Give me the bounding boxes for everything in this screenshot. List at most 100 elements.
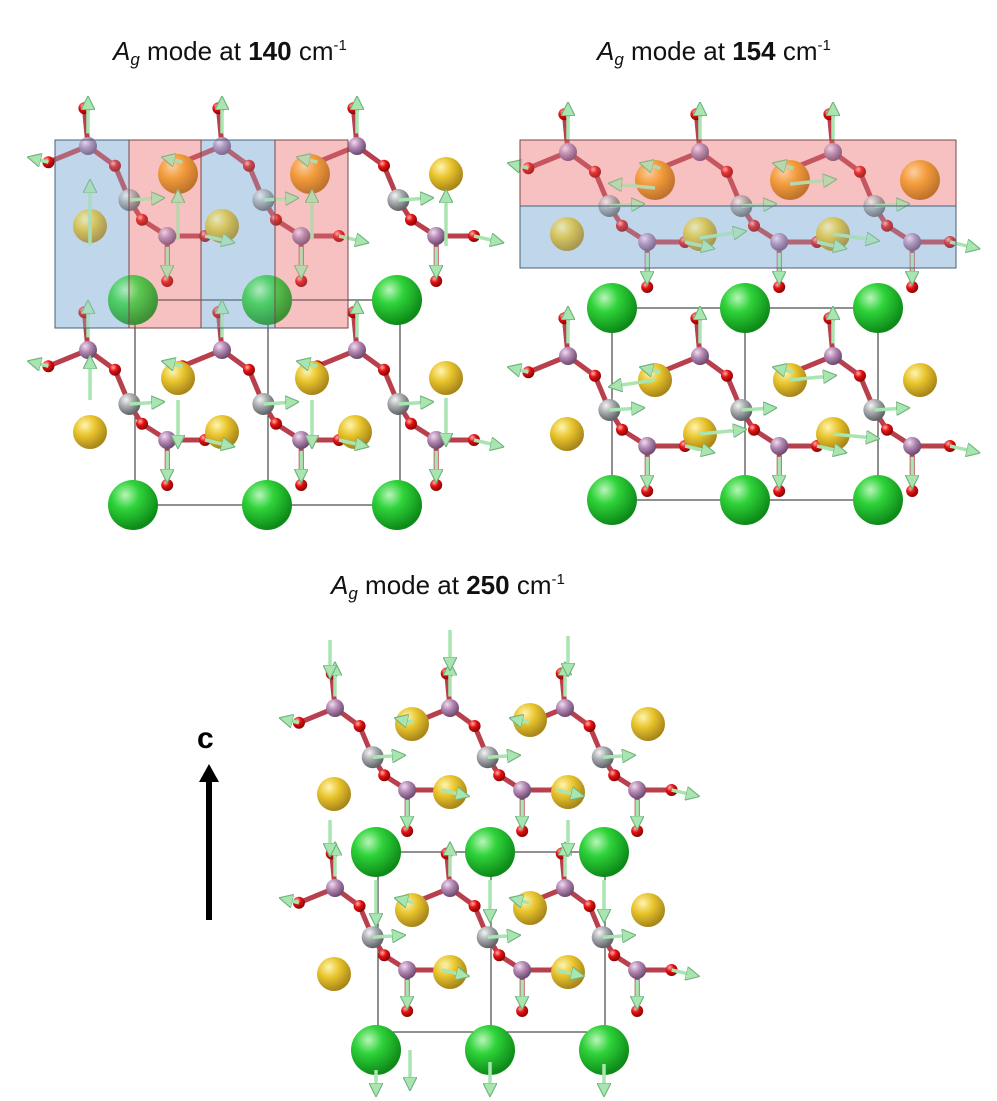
red-atom — [378, 159, 390, 172]
red-atom — [401, 825, 414, 837]
red-atom — [378, 769, 391, 782]
panel-2-title: Ag mode at 154 cm-1 — [597, 36, 831, 70]
green-atom — [579, 1025, 629, 1075]
displacement-arrow — [401, 719, 415, 722]
red-atom — [641, 485, 654, 497]
displacement-arrow — [204, 440, 228, 445]
yellow-atom — [550, 417, 584, 451]
purple-atom — [628, 781, 647, 799]
red-atom — [608, 769, 621, 782]
displacement-arrow — [473, 440, 497, 445]
purple-atom — [79, 137, 97, 155]
mode-text: mode at — [357, 570, 467, 600]
green-atom — [242, 275, 292, 325]
displacement-arrow — [168, 159, 183, 163]
red-atom — [109, 363, 121, 376]
red-atom — [516, 1005, 529, 1017]
red-atom — [589, 165, 601, 178]
purple-atom — [398, 961, 417, 979]
red-atom — [631, 825, 644, 837]
displacement-arrow — [401, 899, 415, 902]
displacement-arrow — [832, 234, 873, 240]
red-atom — [748, 219, 760, 232]
red-atom — [906, 281, 919, 293]
red-atom — [881, 219, 893, 232]
purple-atom — [559, 143, 577, 161]
red-atom — [270, 213, 282, 226]
green-atom — [853, 475, 903, 525]
displacement-arrow — [602, 756, 629, 758]
green-atom — [853, 283, 903, 333]
purple-atom — [348, 341, 366, 359]
mode-text: mode at — [139, 36, 249, 66]
displacement-arrow — [516, 719, 530, 722]
red-atom — [378, 363, 390, 376]
green-atom — [372, 480, 422, 530]
displacement-arrow — [615, 184, 656, 188]
c-axis-label: c — [197, 722, 214, 755]
purple-atom — [903, 233, 922, 251]
red-atom — [773, 281, 786, 293]
displacement-arrow — [129, 402, 158, 404]
purple-atom — [556, 699, 574, 717]
red-atom — [616, 219, 628, 232]
purple-atom — [348, 137, 366, 155]
displacement-arrow — [514, 369, 529, 373]
displacement-arrow — [473, 236, 497, 241]
yellow-atom — [513, 703, 547, 737]
displacement-arrow — [816, 242, 840, 247]
green-atom — [587, 283, 637, 333]
panel-1-title: Ag mode at 140 cm-1 — [113, 36, 347, 70]
green-atom — [372, 275, 422, 325]
purple-atom — [79, 341, 97, 359]
purple-atom — [158, 431, 177, 449]
purple-atom — [691, 347, 709, 365]
red-atom — [405, 213, 417, 226]
purple-atom — [770, 233, 789, 251]
yellow-atom — [317, 777, 351, 811]
red-atom — [136, 417, 148, 430]
displacement-arrow — [34, 159, 49, 163]
mode-symbol: A — [597, 36, 615, 66]
displacement-arrow — [779, 369, 794, 373]
frequency-value: 140 — [248, 36, 292, 66]
displacement-arrow — [789, 376, 830, 380]
displacement-arrow — [832, 434, 873, 438]
red-atom — [854, 369, 866, 382]
purple-atom — [158, 227, 177, 245]
displacement-arrow — [874, 408, 903, 410]
red-atom — [493, 949, 506, 962]
yellow-atom — [513, 891, 547, 925]
yellow-atom — [429, 361, 463, 395]
red-atom — [641, 281, 654, 293]
displacement-arrow — [646, 369, 661, 373]
displacement-arrow — [372, 936, 399, 938]
orange-atom — [900, 160, 940, 200]
mode-symbol: A — [331, 570, 349, 600]
red-atom — [493, 769, 506, 782]
displacement-arrow — [338, 440, 362, 445]
yellow-atom — [317, 957, 351, 991]
purple-atom — [427, 227, 446, 245]
yellow-atom — [429, 157, 463, 191]
red-atom — [243, 363, 255, 376]
red-atom — [161, 479, 174, 491]
displacement-arrow — [487, 936, 514, 938]
red-atom — [468, 720, 481, 733]
yellow-atom — [903, 363, 937, 397]
green-atom — [465, 827, 515, 877]
purple-atom — [638, 233, 657, 251]
displacement-arrow — [699, 430, 740, 434]
red-atom — [378, 949, 391, 962]
purple-atom — [441, 699, 459, 717]
mode-subscript: g — [130, 50, 140, 69]
red-atom — [516, 825, 529, 837]
displacement-arrow — [556, 790, 578, 795]
red-atom — [430, 479, 443, 491]
red-atom — [243, 159, 255, 172]
purple-atom — [292, 431, 311, 449]
blue-region-overlay — [519, 205, 957, 269]
red-atom — [583, 720, 596, 733]
displacement-arrow — [609, 408, 638, 410]
purple-atom — [903, 437, 922, 455]
